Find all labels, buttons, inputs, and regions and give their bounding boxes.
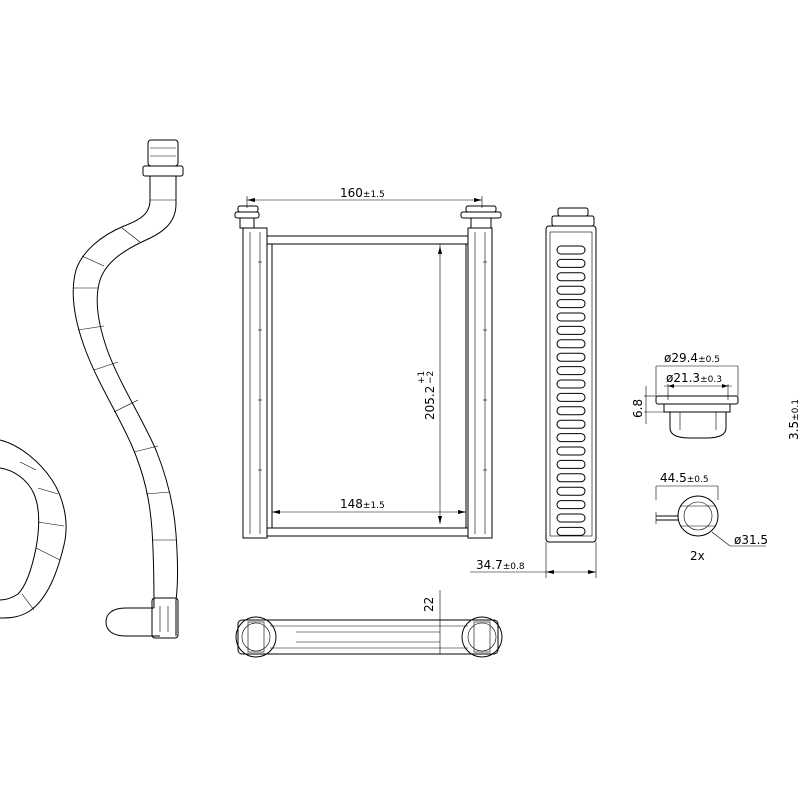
dim-flange-inner: ø21.3±0.3 — [666, 371, 722, 385]
side-slot — [556, 500, 586, 510]
side-view-slots — [556, 245, 586, 536]
side-slot — [556, 406, 586, 416]
side-slot — [556, 258, 586, 268]
side-slot — [556, 419, 586, 429]
flange-detail — [644, 365, 739, 439]
side-slot — [556, 245, 586, 255]
dim-flange-height: 6.8 — [631, 399, 645, 418]
side-slot — [556, 352, 586, 362]
svg-text:3.5±0.1: 3.5±0.1 — [787, 399, 800, 440]
core-side-view — [470, 207, 597, 578]
side-slot — [556, 366, 586, 376]
dim-inner-width: 148±1.5 — [340, 497, 385, 511]
side-slot — [556, 299, 586, 309]
dim-bottom-depth: 22 — [422, 597, 436, 612]
core-front-view — [234, 196, 502, 539]
side-slot — [556, 272, 586, 282]
core-bottom-view — [235, 590, 503, 658]
left-partial-pipe — [0, 439, 67, 619]
svg-text:205.2: 205.2 — [423, 386, 437, 420]
svg-text:+1: +1 — [417, 371, 427, 384]
dim-height: 205.2 +1 −2 — [417, 371, 437, 420]
side-slot — [556, 473, 586, 483]
dim-top-width: 160±1.5 — [340, 186, 385, 200]
dim-port-dia: ø31.5 — [734, 533, 768, 547]
side-slot — [556, 433, 586, 443]
dim-port-spacing: 44.5±0.5 — [660, 471, 709, 485]
port-count: 2x — [690, 549, 705, 563]
dim-depth: 34.7±0.8 — [476, 558, 525, 572]
s-pipe — [72, 139, 184, 639]
side-slot — [556, 526, 586, 536]
side-slot — [556, 392, 586, 402]
side-slot — [556, 379, 586, 389]
side-slot — [556, 446, 586, 456]
side-slot — [556, 285, 586, 295]
dim-flange-outer: ø29.4±0.5 — [664, 351, 720, 365]
side-slot — [556, 459, 586, 469]
side-slot — [556, 486, 586, 496]
side-slot — [556, 339, 586, 349]
dim-side-partial: 3.5±0.1 — [787, 399, 800, 440]
side-slot — [556, 325, 586, 335]
port-plan-detail — [655, 485, 766, 547]
side-slot — [556, 312, 586, 322]
side-slot — [556, 513, 586, 523]
svg-text:−2: −2 — [426, 371, 436, 384]
